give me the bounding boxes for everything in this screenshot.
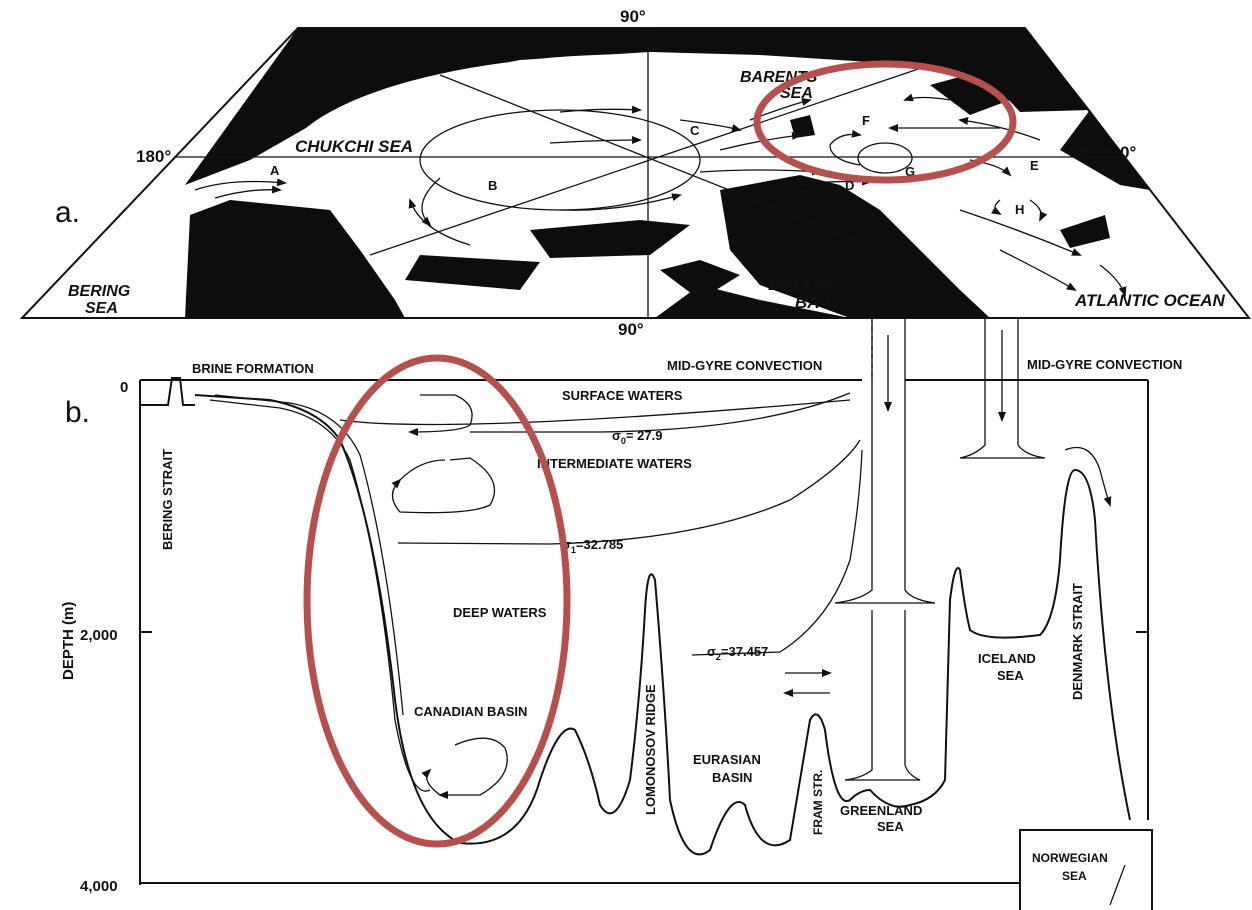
boundary-flow-1: [210, 400, 430, 791]
depth-tick-0: 0: [120, 379, 128, 396]
deg-90-top: 90°: [620, 7, 646, 26]
chukchi-sea-label: CHUKCHI SEA: [295, 137, 413, 156]
depth-axis-label: DEPTH (m): [60, 602, 77, 680]
panel-a-label: a.: [55, 196, 80, 229]
intermediate-waters-label: INTERMEDIATE WATERS: [537, 456, 692, 471]
panel-a-map: 90° 90° 180° 0° a. CHUKCHI SEA BARENTS S…: [22, 7, 1249, 339]
norwegian-sea-label-1: NORWEGIAN: [1032, 851, 1108, 865]
deg-0: 0°: [1120, 143, 1136, 162]
gyre-intermediate-top: [400, 460, 445, 480]
letter-c: C: [690, 123, 700, 138]
letter-f: F: [862, 113, 870, 128]
bering-sill: [140, 378, 195, 405]
greenland-convection-lower: [845, 610, 920, 780]
isopycnal-2: [692, 450, 862, 655]
bering-strait-label: BERING STRAIT: [160, 449, 175, 550]
eurasian-basin-label-1: EURASIAN: [693, 752, 761, 767]
deep-waters-label: DEEP WATERS: [453, 605, 547, 620]
brine-formation-label: BRINE FORMATION: [192, 361, 314, 376]
iceland-sea-label-1: ICELAND: [978, 651, 1036, 666]
lomonosov-ridge-label: LOMONOSOV RIDGE: [643, 684, 658, 815]
fram-strait-label: FRAM STR.: [811, 770, 825, 835]
norwegian-sea-label-2: SEA: [1062, 869, 1087, 883]
depth-tick-4000: 4,000: [80, 878, 118, 895]
panel-b-section: b. 0 2,000 4,000 DEPTH (m) BERING STRAIT: [60, 318, 1182, 910]
panel-b-label: b.: [65, 396, 90, 429]
sigma0-label: σ0= 27.9: [612, 428, 662, 446]
bering-sea-label-2: SEA: [85, 300, 118, 317]
letter-e: E: [1030, 158, 1039, 173]
letter-h: H: [1015, 202, 1024, 217]
sigma1-label: σ1=32.785: [562, 537, 623, 555]
bering-sea-label-1: BERING: [68, 283, 130, 300]
gyre-intermediate: [393, 458, 495, 513]
greenland-sea-label-1: GREENLAND: [840, 803, 922, 818]
denmark-overflow-arrow: [1065, 448, 1110, 506]
sigma2-label: σ2=37.457: [707, 644, 768, 662]
greenland-sea-label-2: SEA: [877, 819, 904, 834]
atlantic-ocean-label: ATLANTIC OCEAN: [1074, 291, 1226, 310]
surface-waters-label: SURFACE WATERS: [562, 388, 683, 403]
deg-180: 180°: [136, 147, 171, 166]
mid-gyre-convection-label-2: MID-GYRE CONVECTION: [1027, 357, 1182, 372]
eurasian-basin-label-2: BASIN: [712, 770, 752, 785]
depth-tick-2000: 2,000: [80, 627, 118, 644]
iceland-sea-label-2: SEA: [997, 668, 1024, 683]
surface-lower-line: [340, 400, 850, 425]
baffin-bay-label-2: BAY: [795, 293, 831, 312]
letter-a: A: [270, 163, 280, 178]
mid-gyre-convection-label-1: MID-GYRE CONVECTION: [667, 358, 822, 373]
canadian-basin-label: CANADIAN BASIN: [414, 704, 527, 719]
denmark-strait-label: DENMARK STRAIT: [1070, 583, 1085, 700]
letter-b: B: [488, 178, 497, 193]
gyre-surface: [410, 395, 472, 432]
baffin-bay-label-1: BAFFIN: [768, 275, 831, 294]
deg-90-bottom: 90°: [618, 320, 644, 339]
gyre-canadian: [440, 738, 507, 795]
